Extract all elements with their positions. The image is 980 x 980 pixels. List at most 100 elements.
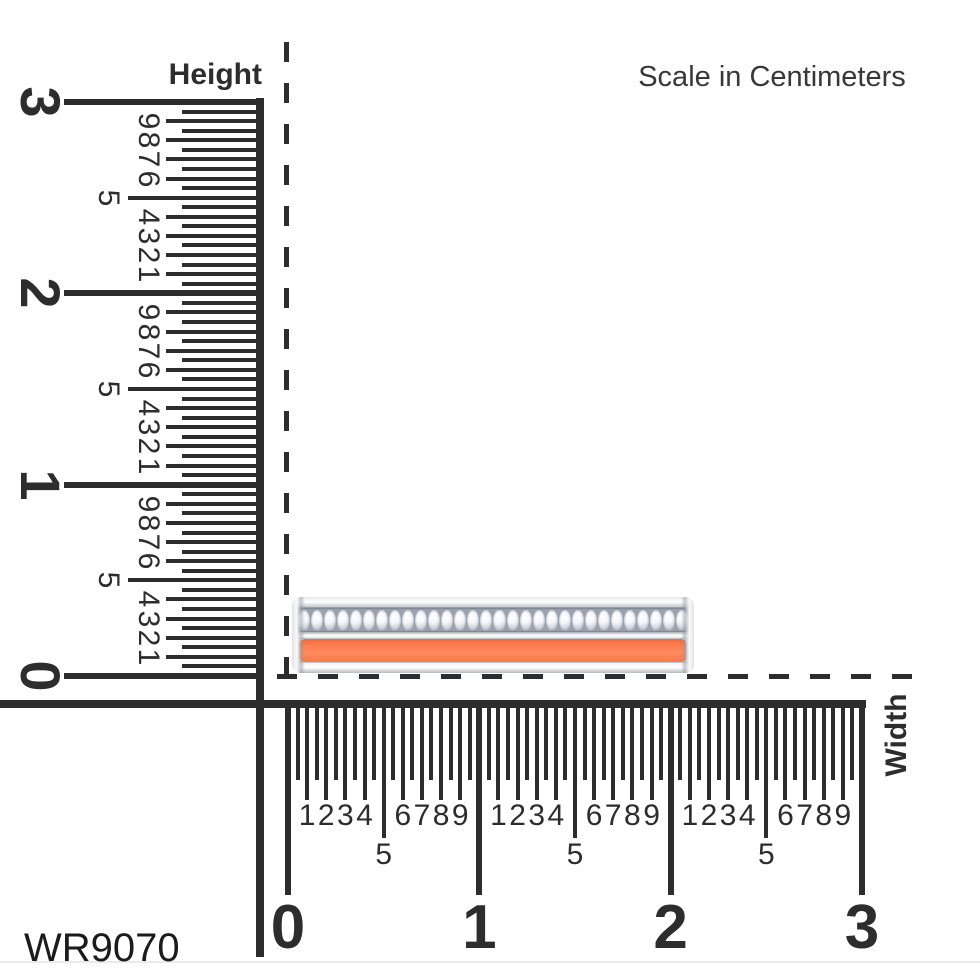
width-half-mm-tick [467,708,472,780]
diamond [519,609,532,631]
height-half-mm-tick [182,396,262,401]
height-minor-tick [166,444,262,449]
diamond [480,609,493,631]
width-major-label: 2 [653,893,688,962]
height-half-mm-tick [182,377,262,382]
width-minor-tick [840,708,845,800]
height-minor-tick [166,119,262,124]
height-half-mm-tick [182,339,262,344]
width-half-mm-tick [716,708,721,780]
width-minor-label: 9 [451,799,469,832]
width-half-mm-tick [352,708,357,780]
width-minor-label: 9 [834,799,852,832]
height-minor-tick [166,501,262,506]
height-minor-tick [128,387,262,391]
width-minor-tick [362,708,367,800]
height-half-mm-tick [182,473,262,478]
width-half-mm-tick [639,708,644,780]
height-half-mm-tick [182,549,262,554]
height-half-mm-tick [182,568,262,573]
height-half-mm-tick [182,166,262,171]
diamond [375,609,388,631]
width-half-mm-tick [735,708,740,780]
width-half-mm-tick [620,708,625,780]
width-half-mm-tick [563,708,568,780]
height-minor-tick [166,138,262,143]
ring-diamond-row [297,608,689,632]
width-half-mm-tick [754,708,759,780]
width-half-mm-tick [850,708,855,780]
height-half-mm-tick [182,147,262,152]
height-minor-tick [166,272,262,277]
height-half-mm-tick [182,607,262,612]
height-minor-tick [166,329,262,334]
height-half-mm-tick [182,320,262,325]
width-half-mm-tick [773,708,778,780]
width-minor-tick [687,708,692,800]
width-minor-tick [534,708,539,800]
height-minor-tick [166,157,262,162]
width-minor-label: 7 [796,799,813,832]
height-major-tick [64,290,262,297]
diamond [428,609,441,631]
width-minor-label: 4 [356,799,373,832]
diamond [584,609,597,631]
width-half-mm-tick [601,708,606,780]
width-half-mm-tick [697,708,702,780]
width-half-mm-tick [314,708,319,780]
height-half-mm-tick [182,128,262,133]
diamond [532,609,545,631]
height-half-mm-tick [182,434,262,439]
width-minor-tick [515,708,520,800]
width-minor-tick [381,708,386,838]
width-minor-tick [611,708,616,800]
diamond [611,609,624,631]
width-minor-tick [419,708,424,800]
width-half-mm-tick [295,708,300,780]
diamond [441,609,454,631]
height-minor-tick [166,406,262,411]
diamond [467,609,480,631]
height-half-mm-tick [182,186,262,191]
width-major-label: 1 [462,893,497,962]
width-minor-label: 4 [547,799,565,832]
height-half-mm-tick [182,492,262,497]
dashed-guide-horizontal [277,674,921,679]
width-minor-label: 5 [566,838,584,871]
width-minor-tick [726,708,731,800]
height-minor-tick [166,367,262,372]
diamond [493,609,506,631]
diamond [663,609,676,631]
height-half-mm-tick [182,626,262,631]
diamond [362,609,375,631]
width-minor-tick [802,708,807,800]
diamond [323,609,336,631]
height-minor-tick [128,578,262,583]
diamond [558,609,571,631]
height-minor-tick [166,233,262,238]
width-minor-label: 4 [738,799,756,832]
width-minor-tick [458,708,463,800]
diamond [624,609,637,631]
width-major-label: 3 [844,893,880,962]
width-minor-tick [821,708,826,800]
width-minor-tick [706,708,711,800]
width-half-mm-tick [333,708,338,780]
width-minor-tick [745,708,750,800]
width-minor-tick [783,708,788,800]
width-half-mm-tick [410,708,415,780]
width-minor-tick [496,708,501,800]
height-half-mm-tick [182,530,262,535]
width-minor-tick [649,708,654,800]
dashed-guide-vertical [284,42,289,690]
width-half-mm-tick [448,708,453,780]
ring-left-edge [292,597,305,673]
height-half-mm-tick [182,415,262,420]
ring-right-edge [681,597,694,673]
width-minor-tick [324,708,329,800]
height-half-mm-tick [182,243,262,248]
diamond [506,609,519,631]
product-sku: WR9070 [24,926,180,970]
width-minor-tick [764,708,769,838]
